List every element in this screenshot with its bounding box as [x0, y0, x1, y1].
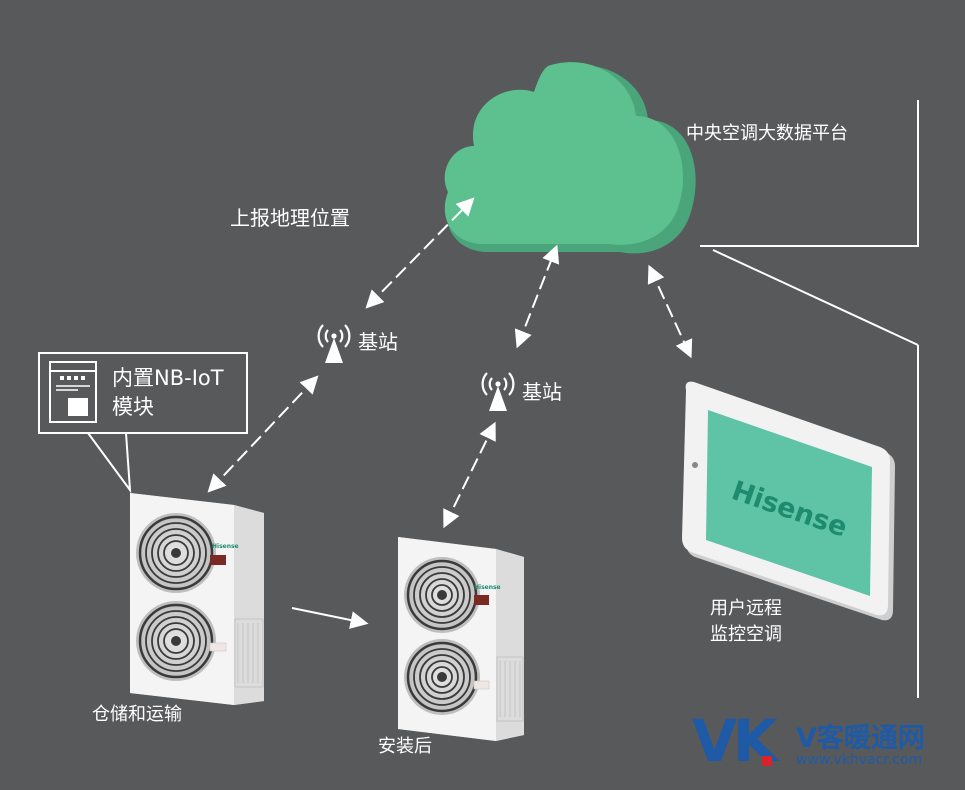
site-url: www.vkhvacr.com: [796, 752, 923, 768]
remote-monitor-label: 用户远程 监控空调: [710, 596, 782, 648]
remote-label-line2: 监控空调: [710, 624, 782, 645]
site-name: V客暖通网: [796, 723, 925, 754]
frame-lines: [700, 100, 919, 698]
tablet-screen: [706, 410, 872, 596]
after-install-label: 安装后: [378, 736, 432, 757]
report-location-label: 上报地理位置: [230, 206, 350, 230]
tablet-device: Hisense: [682, 381, 895, 621]
arrow-transport: [291, 607, 369, 629]
cloud-icon: [444, 62, 696, 254]
logo-dot: [762, 756, 772, 766]
base-station-label-2: 基站: [522, 380, 562, 404]
antenna-icon: [317, 324, 351, 363]
arrow-unit2-station2: [443, 421, 496, 529]
remote-label-line1: 用户远程: [710, 598, 782, 619]
chip-module-icon: [49, 361, 97, 423]
arrow-station1-cloud: [365, 197, 475, 309]
module-label-line1: 内置NB-IoT: [112, 366, 224, 390]
platform-label: 中央空调大数据平台: [686, 123, 848, 144]
arrow-station2-cloud: [514, 244, 560, 349]
connection-arrows: [207, 197, 693, 529]
nb-iot-module-callout: 内置NB-IoT 模块: [38, 352, 248, 434]
arrow-cloud-tablet: [647, 264, 693, 359]
arrow-unit1-station1: [207, 375, 319, 493]
unit-brand-label: Hisense: [474, 584, 501, 591]
outdoor-unit-storage: Hisense: [130, 493, 264, 705]
outdoor-unit-installed: Hisense: [398, 537, 524, 741]
unit-brand-label: Hisense: [212, 543, 239, 550]
callout-pointer: [87, 432, 132, 494]
storage-transport-label: 仓储和运输: [92, 704, 182, 725]
antenna-icon: [481, 372, 515, 411]
site-watermark: VK V客暖通网 www.vkhvacr.com: [692, 712, 954, 780]
base-station-label-1: 基站: [358, 330, 398, 354]
module-label-line2: 模块: [112, 395, 154, 419]
